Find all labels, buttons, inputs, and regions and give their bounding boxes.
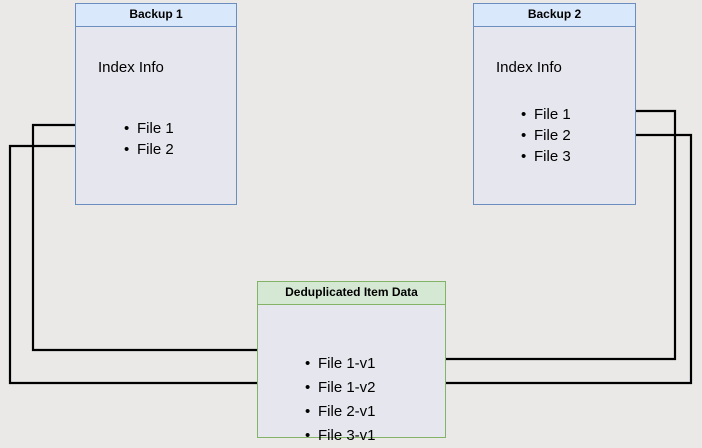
node-deduplicated-item-data-title: Deduplicated Item Data xyxy=(258,282,445,305)
list-item: File 2 xyxy=(124,139,174,160)
node-deduplicated-item-data[interactable]: Deduplicated Item Data File 1-v1 File 1-… xyxy=(257,281,446,448)
list-item: File 2 xyxy=(521,125,571,146)
list-item: File 3 xyxy=(521,146,571,167)
list-item: File 3-v1 xyxy=(305,424,376,448)
node-backup2-index-label: Index Info xyxy=(496,59,562,76)
node-backup1-body: Index Info File 1 File 2 xyxy=(76,27,236,204)
node-backup1-title: Backup 1 xyxy=(76,4,236,27)
list-item: File 1 xyxy=(124,118,174,139)
node-backup2-body: Index Info File 1 File 2 File 3 xyxy=(474,27,635,204)
node-backup1-index-label: Index Info xyxy=(98,59,164,76)
edge-backup2-file2-to-dedup-file2v1 xyxy=(390,133,693,387)
node-deduplicated-file-list: File 1-v1 File 1-v2 File 2-v1 File 3-v1 xyxy=(305,352,376,448)
node-backup1-file-list: File 1 File 2 xyxy=(124,118,174,160)
node-backup1[interactable]: Backup 1 Index Info File 1 File 2 xyxy=(75,3,237,205)
node-backup2-file-list: File 1 File 2 File 3 xyxy=(521,104,571,167)
edge-backup1-file2-to-dedup-file2v1 xyxy=(8,144,304,387)
node-deduplicated-item-data-body: File 1-v1 File 1-v2 File 2-v1 File 3-v1 xyxy=(258,305,445,448)
list-item: File 1-v1 xyxy=(305,352,376,376)
list-item: File 1 xyxy=(521,104,571,125)
node-backup2-title: Backup 2 xyxy=(474,4,635,27)
list-item: File 2-v1 xyxy=(305,400,376,424)
node-backup2[interactable]: Backup 2 Index Info File 1 File 2 File 3 xyxy=(473,3,636,205)
list-item: File 1-v2 xyxy=(305,376,376,400)
